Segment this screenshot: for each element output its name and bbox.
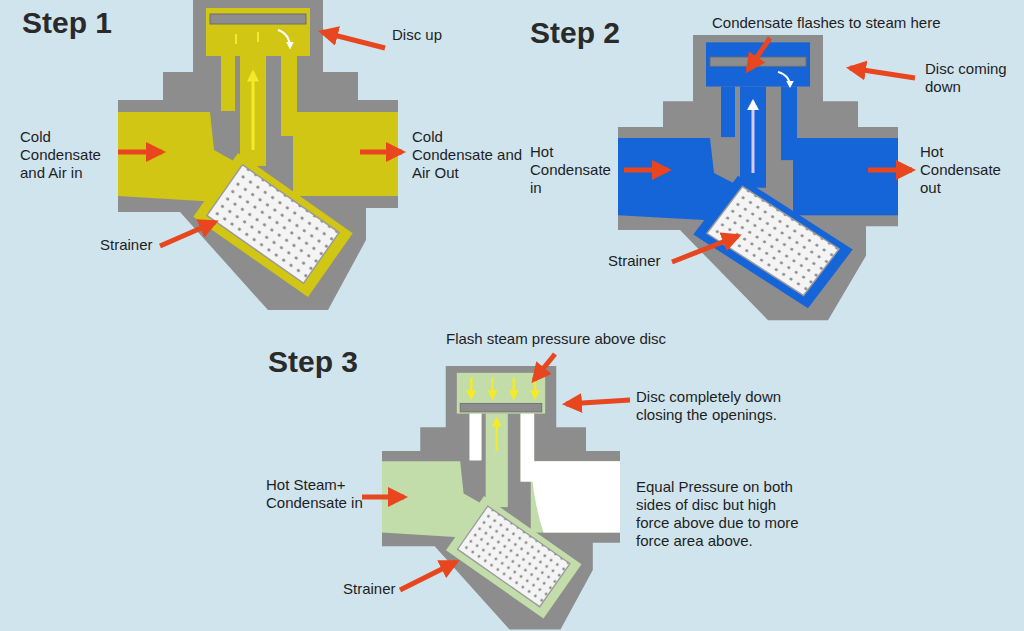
callout-label: Strainer [608, 252, 661, 270]
step-heading: Step 2 [530, 16, 620, 50]
trap-step-2 [618, 35, 898, 320]
callout-label: Strainer [100, 236, 153, 254]
disc [210, 14, 306, 24]
leader-arrows [118, 32, 915, 590]
callout-label: Disc completely down closing the opening… [636, 388, 796, 424]
callout-label: Condensate flashes to steam here [712, 14, 940, 32]
step-heading: Step 1 [22, 6, 112, 40]
disc [460, 403, 542, 412]
callout-label: Strainer [343, 580, 396, 598]
trap-step-1 [118, 0, 398, 310]
callout-label: Hot Condensate out [920, 143, 1020, 197]
callout-label: Equal Pressure on both sides of disc but… [636, 478, 801, 550]
trap-step-3 [382, 366, 620, 630]
callout-label: Cold Condensate and Air Out [412, 128, 524, 182]
callout-label: Flash steam pressure above disc [446, 330, 666, 348]
callout-label: Disc up [392, 26, 442, 44]
callout-label: Cold Condensate and Air in [20, 128, 120, 182]
callout-label: Disc coming down [925, 60, 1015, 96]
callout-label: Hot Steam+ Condensate in [266, 476, 366, 512]
callout-label: Hot Condensate in [530, 143, 620, 197]
step-heading: Step 3 [268, 345, 358, 379]
